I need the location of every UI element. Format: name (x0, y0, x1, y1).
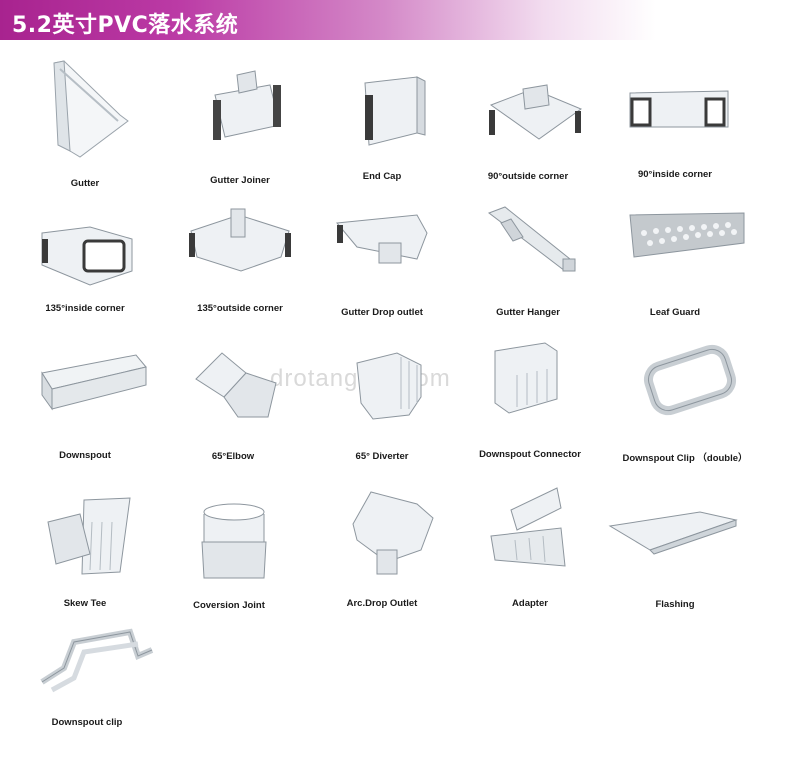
product-leaf-guard: Leaf Guard (600, 203, 750, 343)
outside-corner-135-icon (189, 208, 291, 272)
product-end-cap: End Cap (307, 55, 457, 195)
product-label: 90°inside corner (637, 169, 713, 180)
product-elbow-65: 65°Elbow (158, 343, 308, 483)
product-gutter-hanger: Gutter Hanger (453, 203, 603, 343)
downspout-clip-icon (40, 628, 154, 693)
end-cap-icon (364, 76, 426, 146)
product-label: Flashing (655, 599, 695, 610)
product-label: Gutter Hanger (496, 307, 560, 318)
product-label: Downspout Connector (479, 449, 581, 460)
product-gutter-drop-outlet: Gutter Drop outlet (307, 203, 457, 343)
arc-drop-outlet-icon (352, 491, 434, 575)
adapter-icon (490, 487, 566, 567)
product-gutter-joiner: Gutter Joiner (165, 55, 315, 195)
product-label: Downspout (59, 450, 111, 461)
product-adapter: Adapter (455, 487, 605, 628)
gutter-icon (53, 60, 129, 158)
product-label: 65° Diverter (355, 451, 409, 462)
elbow-65-icon (195, 352, 277, 418)
product-label: Arc.Drop Outlet (346, 598, 418, 609)
product-label: Adapter (512, 598, 548, 609)
product-inside-corner-90: 90°inside corner (600, 55, 750, 195)
inside-corner-90-icon (629, 90, 729, 128)
inside-corner-135-icon (41, 226, 133, 286)
product-label: Leaf Guard (649, 307, 701, 318)
gutter-joiner-icon (213, 70, 281, 140)
downspout-icon (41, 354, 147, 411)
downspout-clip-double-icon (643, 344, 737, 416)
downspout-connector-icon (494, 342, 558, 414)
product-label: 135°outside corner (197, 303, 283, 314)
product-label: Gutter (70, 178, 100, 189)
leaf-guard-icon (629, 212, 745, 258)
outside-corner-90-icon (489, 84, 583, 140)
product-label: Gutter Joiner (210, 175, 270, 186)
product-downspout-clip: Downspout clip (12, 628, 162, 768)
product-label: 135°inside corner (45, 303, 125, 314)
product-flashing: Flashing (600, 492, 750, 632)
product-label: Coversion Joint (193, 600, 265, 611)
product-downspout: Downspout (10, 343, 160, 483)
product-label: Downspout clip (51, 717, 123, 728)
product-gutter: Gutter (10, 55, 160, 195)
skew-tee-icon (47, 497, 131, 575)
conversion-joint-icon (201, 503, 267, 579)
product-label: 90°outside corner (487, 171, 569, 182)
product-downspout-connector: Downspout Connector (455, 335, 605, 475)
product-label: 65°Elbow (211, 451, 255, 462)
product-conversion-joint: Coversion Joint (154, 492, 304, 632)
product-label: End Cap (362, 171, 402, 182)
product-arc-drop-outlet: Arc.Drop Outlet (307, 490, 457, 630)
product-label: Downspout Clip （double） (622, 453, 748, 464)
page-title: 5.2英寸PVC落水系统 (12, 13, 239, 38)
title-banner: 5.2英寸PVC落水系统 (0, 0, 800, 40)
product-outside-corner-135: 135°outside corner (165, 203, 315, 343)
product-label: Gutter Drop outlet (341, 307, 423, 318)
product-outside-corner-90: 90°outside corner (453, 55, 603, 195)
flashing-icon (608, 511, 738, 555)
gutter-drop-outlet-icon (336, 214, 428, 264)
product-downspout-clip-double: Downspout Clip （double） (610, 343, 760, 483)
product-diverter-65: 65° Diverter (307, 343, 457, 483)
product-skew-tee: Skew Tee (10, 492, 160, 632)
product-inside-corner-135: 135°inside corner (10, 203, 160, 343)
gutter-hanger-icon (487, 206, 576, 272)
product-label: Skew Tee (63, 598, 107, 609)
diverter-65-icon (356, 352, 422, 420)
